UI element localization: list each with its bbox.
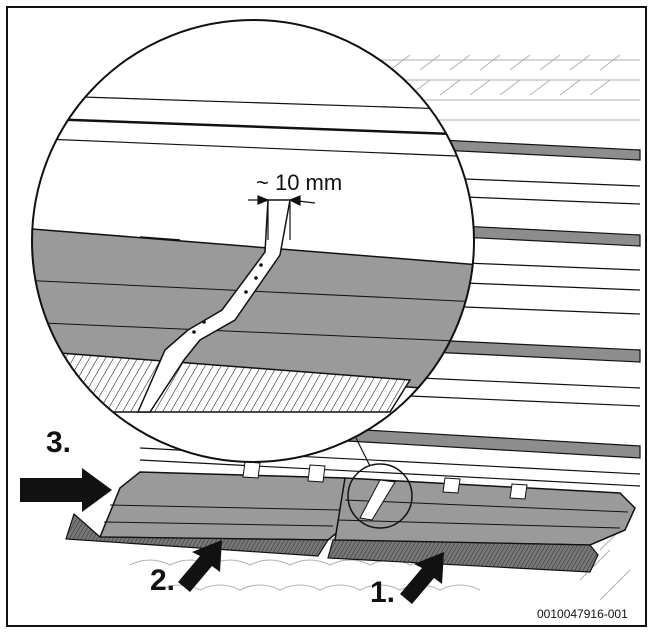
- magnified-detail: [31, 19, 475, 463]
- arrow-2-icon: [178, 540, 222, 592]
- direction-arrows: [20, 468, 444, 604]
- step-2-label: 2.: [150, 564, 175, 597]
- dimension-label: ~ 10 mm: [256, 170, 342, 195]
- arrow-1-icon: [400, 552, 444, 604]
- collector-row: [65, 461, 636, 573]
- step-1-label: 1.: [370, 576, 395, 609]
- detail-callout: [347, 437, 413, 529]
- gap-dimension: [248, 195, 316, 240]
- figure-frame: [6, 6, 647, 627]
- figure-code: 0010047916-001: [537, 607, 628, 621]
- step-3-label: 3.: [46, 426, 71, 459]
- arrow-3-icon: [20, 468, 112, 512]
- roof-rails: [139, 139, 641, 487]
